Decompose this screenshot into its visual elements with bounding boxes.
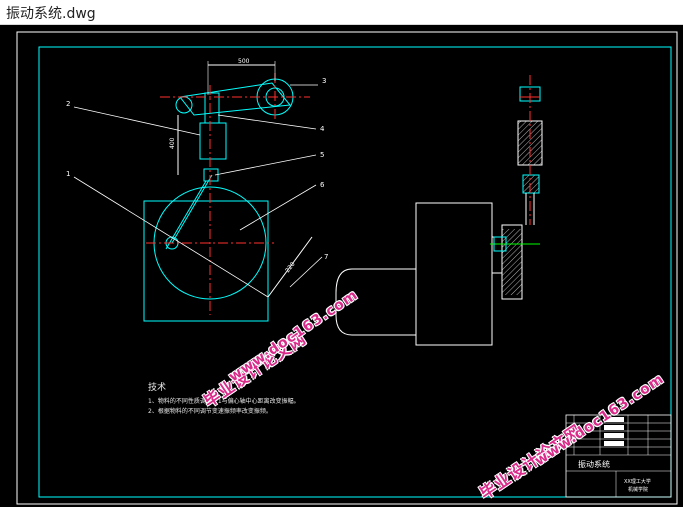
rocker-pivot [175,96,193,114]
cad-drawing[interactable]: 500 400 220 2 1 3 4 5 6 7 [0,25,683,507]
part-label-5: 5 [320,151,324,159]
tb-cell-fill-3 [604,433,624,438]
title-block-name: 振动系统 [578,459,610,469]
part-label-4: 4 [320,125,325,133]
dim-text-left: 400 [169,137,176,149]
shaft-nut [493,236,507,252]
notes-line-2: 2、根据物料的不同调节变速振频率改变振频。 [148,408,272,415]
leader-1 [73,176,269,298]
connecting-rod-a [171,174,213,244]
part-label-7: 7 [324,253,328,261]
part-label-3: 3 [322,77,326,85]
tb-cell-fill-1 [604,417,624,422]
part-label-2: 2 [66,100,70,108]
connecting-rod-b [165,180,207,250]
leader-7 [289,256,323,288]
side-disc-hatch [502,229,522,295]
dim-text-top: 500 [238,58,250,65]
motor-housing [335,268,416,336]
rod-joint [203,168,219,182]
part-label-1: 1 [66,170,70,178]
tb-cell-fill-4 [604,441,624,446]
sheet-inner-border [38,46,672,498]
slider-rod [204,92,220,124]
rocker-arm [179,82,291,116]
window-title: 振动系统.dwg [6,6,96,22]
notes-line-1: 1、物料的不同性质调节件1与偏心轴中心距离改变振幅。 [148,398,300,405]
title-block-org-1: XX理工大学 [624,478,651,485]
leader-5 [214,154,317,176]
lower-clamp [522,174,540,194]
leader-6 [239,184,317,231]
sheet-outer-border [16,31,678,505]
slider-block [199,122,227,160]
title-block [565,414,672,498]
notes-heading: 技术 [148,383,167,393]
title-block-org-2: 机械学院 [628,486,648,493]
leader-4 [217,114,317,130]
base-block [143,200,269,322]
leader-2 [73,106,201,136]
cad-canvas[interactable]: 500 400 220 2 1 3 4 5 6 7 [0,25,683,507]
part-label-6: 6 [320,181,325,189]
window-titlebar: 振动系统.dwg [0,0,683,25]
dim-line-diag [267,236,313,298]
motor-body [415,202,493,346]
tb-cell-fill-2 [604,425,624,430]
dim-text-diag: 220 [284,261,297,274]
